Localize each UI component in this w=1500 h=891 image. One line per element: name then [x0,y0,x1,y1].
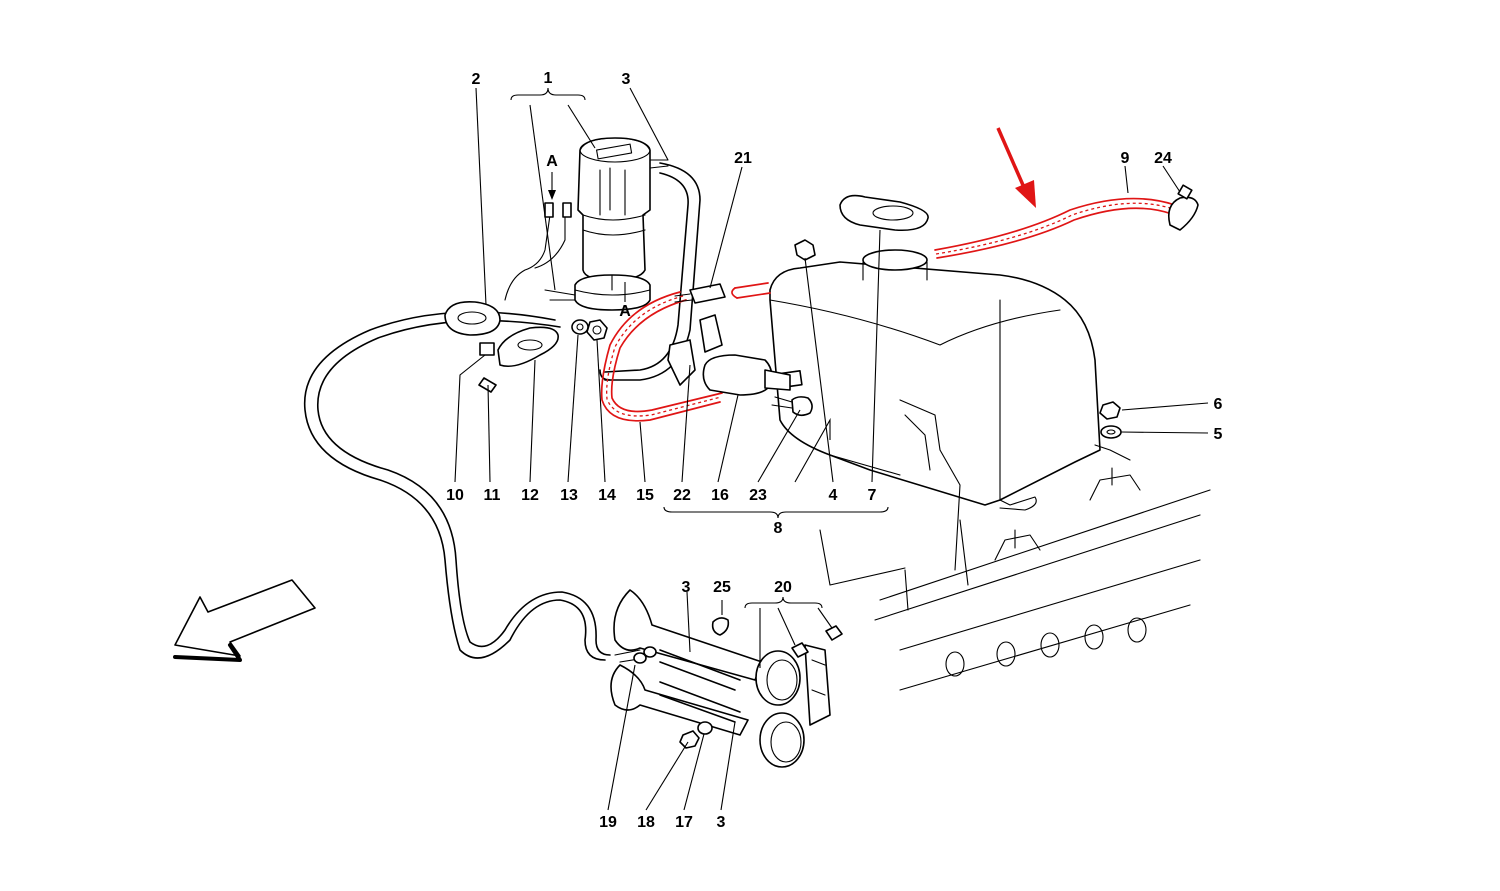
callout-1: 1 [544,70,553,87]
callout-13: 13 [560,487,578,504]
highlighted-hoses [600,197,1176,422]
callout-4: 4 [829,487,838,504]
callout-11: 11 [484,487,501,504]
group-bracket-20 [744,596,823,609]
callout-23: 23 [749,487,767,504]
callout-3-horn: 3 [682,579,691,596]
view-marker-bottom: A [619,282,631,320]
callout-24: 24 [1154,150,1172,167]
view-marker-a-label: A [546,153,558,170]
callout-18: 18 [637,814,655,831]
callout-8: 8 [774,520,783,537]
callout-5: 5 [1214,426,1223,443]
callout-22: 22 [673,487,691,504]
washer-pump [504,137,669,311]
callout-3: 3 [622,71,631,88]
callout-17: 17 [675,814,693,831]
small-hardware [444,239,1122,439]
leader-lines [454,87,1209,811]
view-marker-a-label-2: A [619,303,631,320]
red-highlight-arrow-icon [996,127,1036,208]
callout-7: 7 [868,487,877,504]
callout-10: 10 [446,487,464,504]
callout-6: 6 [1214,396,1223,413]
callout-9: 9 [1121,150,1130,167]
callout-12: 12 [521,487,539,504]
hoses [303,162,701,661]
callout-labels: 1 2 3 3 3 4 5 6 7 8 9 10 11 12 13 14 15 … [446,70,1222,831]
group-bracket-1 [510,87,586,101]
callout-25: 25 [713,579,731,596]
callout-21: 21 [734,150,752,167]
horn-assembly [610,589,843,768]
front-direction-arrow-icon [173,579,316,662]
callout-14: 14 [598,487,616,504]
group-bracket-8 [663,506,889,519]
callout-3-bottom: 3 [717,814,726,831]
chassis-panel [819,467,1211,691]
clip-24 [1167,184,1199,231]
washer-reservoir [769,194,1131,571]
callout-16: 16 [711,487,729,504]
callout-2: 2 [472,71,481,88]
callout-19: 19 [599,814,617,831]
callout-15: 15 [636,487,654,504]
callout-20: 20 [774,579,792,596]
view-marker-top: A [546,153,558,200]
